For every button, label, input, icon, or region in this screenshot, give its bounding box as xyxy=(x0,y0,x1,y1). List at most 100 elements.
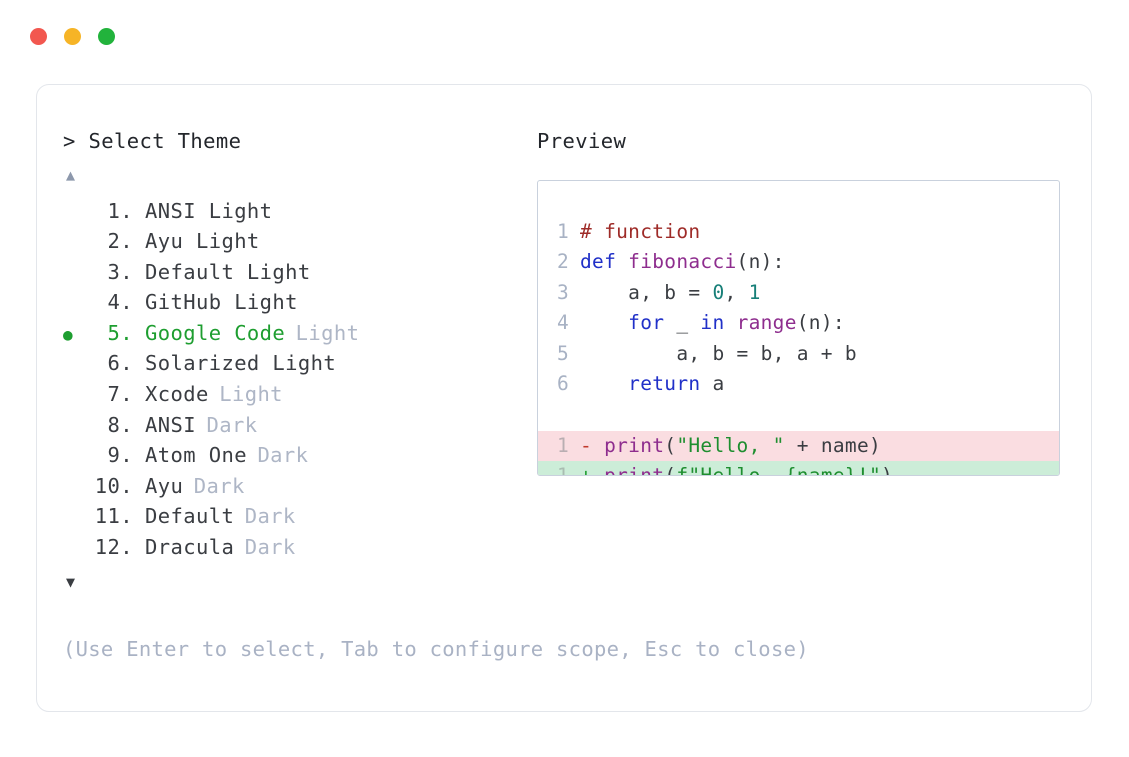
code-token: ( xyxy=(664,433,677,457)
line-number: 1 xyxy=(538,461,580,474)
code-token: # function xyxy=(580,219,701,243)
theme-item-variant: Dark xyxy=(193,473,245,498)
theme-item-name: Default Light xyxy=(145,259,311,284)
diff-line-del: 1- print("Hello, " + name) xyxy=(538,430,1059,462)
code-token: "Hello, " xyxy=(676,433,785,457)
theme-item-variant: Light xyxy=(295,320,360,345)
theme-item-number: 4. xyxy=(107,290,133,315)
code-line-text: # function xyxy=(580,217,700,248)
code-token: a xyxy=(700,372,725,396)
theme-list-column: > Select Theme ▲ 1. ANSI Light 2. Ayu Light… xyxy=(63,131,533,590)
theme-selector-card: > Select Theme ▲ 1. ANSI Light 2. Ayu Light… xyxy=(36,84,1092,712)
theme-list-item[interactable]: 9. Atom One Dark xyxy=(63,440,533,471)
line-number: 2 xyxy=(556,250,569,274)
code-token: range xyxy=(736,311,797,335)
theme-item-number: 7. xyxy=(107,382,133,407)
theme-item-name: ANSI Light xyxy=(145,198,273,223)
line-number: 3 xyxy=(556,280,569,304)
theme-item-variant: Dark xyxy=(257,443,309,468)
line-number: 6 xyxy=(556,372,569,396)
theme-item-name: Google Code xyxy=(145,320,286,345)
theme-list-item[interactable]: 3.Default Light xyxy=(63,257,533,288)
selected-bullet-icon: ● xyxy=(63,324,74,344)
theme-list-item[interactable]: 4. GitHub Light xyxy=(63,287,533,318)
theme-item-variant: Dark xyxy=(244,535,296,560)
theme-item-name: ANSI xyxy=(145,412,196,437)
theme-item-variant: Light xyxy=(219,382,283,407)
code-line: 6 return a xyxy=(538,369,1059,400)
theme-list-item[interactable]: ● 5. Google Code Light xyxy=(63,318,533,349)
code-token: print xyxy=(604,464,664,474)
code-line-text: for _ in range(n): xyxy=(580,308,845,339)
scroll-down-icon[interactable]: ▼ xyxy=(66,572,76,591)
code-token: , xyxy=(724,280,749,304)
code-line: 3 a, b = 0, 1 xyxy=(538,278,1059,309)
code-token xyxy=(580,372,628,395)
code-token xyxy=(580,311,628,334)
theme-item-number: 1. xyxy=(107,198,133,223)
code-line-text: return a xyxy=(580,369,725,400)
preview-label: Preview xyxy=(537,129,627,153)
theme-item-number: 12. xyxy=(94,535,133,560)
theme-item-number: 11. xyxy=(94,504,133,529)
line-number: 1 xyxy=(556,219,569,243)
close-window-button[interactable] xyxy=(30,28,47,45)
code-token: 1 xyxy=(748,280,761,304)
theme-item-variant: Dark xyxy=(206,412,258,437)
code-line: 5 a, b = b, a + b xyxy=(538,339,1059,370)
theme-item-number: 5. xyxy=(107,320,133,345)
diff-marker: + xyxy=(580,464,592,474)
theme-item-number: 2. xyxy=(107,229,133,254)
theme-item-number: 10. xyxy=(94,473,133,498)
code-token xyxy=(592,464,604,474)
diff-line-text: + print(f"Hello, {name}!") xyxy=(580,461,897,474)
code-token: ) xyxy=(881,464,893,474)
theme-item-name: Xcode xyxy=(145,382,209,407)
maximize-window-button[interactable] xyxy=(98,28,115,45)
theme-list-item[interactable]: 8. ANSI Dark xyxy=(63,410,533,441)
code-line-text: a, b = b, a + b xyxy=(580,339,857,370)
theme-item-number: 6. xyxy=(107,351,133,376)
code-token: ( xyxy=(664,464,676,474)
code-line-text: a, b = 0, 1 xyxy=(580,278,761,309)
window-traffic-lights xyxy=(30,28,115,45)
theme-item-name: GitHub Light xyxy=(145,290,298,315)
theme-list-item[interactable]: 1. ANSI Light xyxy=(63,196,533,227)
theme-item-number: 9. xyxy=(107,443,133,468)
line-number: 4 xyxy=(556,311,569,335)
theme-list-item[interactable]: 10. Ayu Dark xyxy=(63,471,533,502)
keyboard-hint: (Use Enter to select, Tab to configure s… xyxy=(63,637,809,661)
line-number: 5 xyxy=(556,341,569,365)
select-theme-prompt: > Select Theme xyxy=(63,129,242,153)
code-token: for xyxy=(628,311,665,335)
theme-list-item[interactable]: 2. Ayu Light xyxy=(63,226,533,257)
code-line: 4 for _ in range(n): xyxy=(538,308,1059,339)
diff-sample: 1- print("Hello, " + name)1+ print(f"Hel… xyxy=(538,430,1059,475)
code-token: f"Hello, {name}!" xyxy=(676,464,881,474)
code-token xyxy=(725,311,737,334)
minimize-window-button[interactable] xyxy=(64,28,81,45)
code-token: print xyxy=(604,433,665,457)
scroll-up-icon[interactable]: ▲ xyxy=(66,165,76,184)
code-token: _ xyxy=(664,311,701,335)
code-token xyxy=(592,434,604,457)
theme-item-name: Ayu Light xyxy=(145,229,260,254)
theme-item-number: 8. xyxy=(107,412,133,437)
theme-list-item[interactable]: 6.Solarized Light xyxy=(63,348,533,379)
code-token: a, b = xyxy=(580,280,713,304)
code-token: a, b = b, a + b xyxy=(580,341,857,365)
diff-marker: - xyxy=(580,433,593,457)
code-token: fibonacci xyxy=(628,250,737,274)
theme-list-item[interactable]: 7. Xcode Light xyxy=(63,379,533,410)
line-number: 1 xyxy=(556,433,569,457)
code-spacer xyxy=(538,400,1059,431)
theme-item-name: Default xyxy=(145,504,235,529)
theme-item-name: Ayu xyxy=(145,473,184,498)
theme-item-name: Atom One xyxy=(145,443,247,468)
